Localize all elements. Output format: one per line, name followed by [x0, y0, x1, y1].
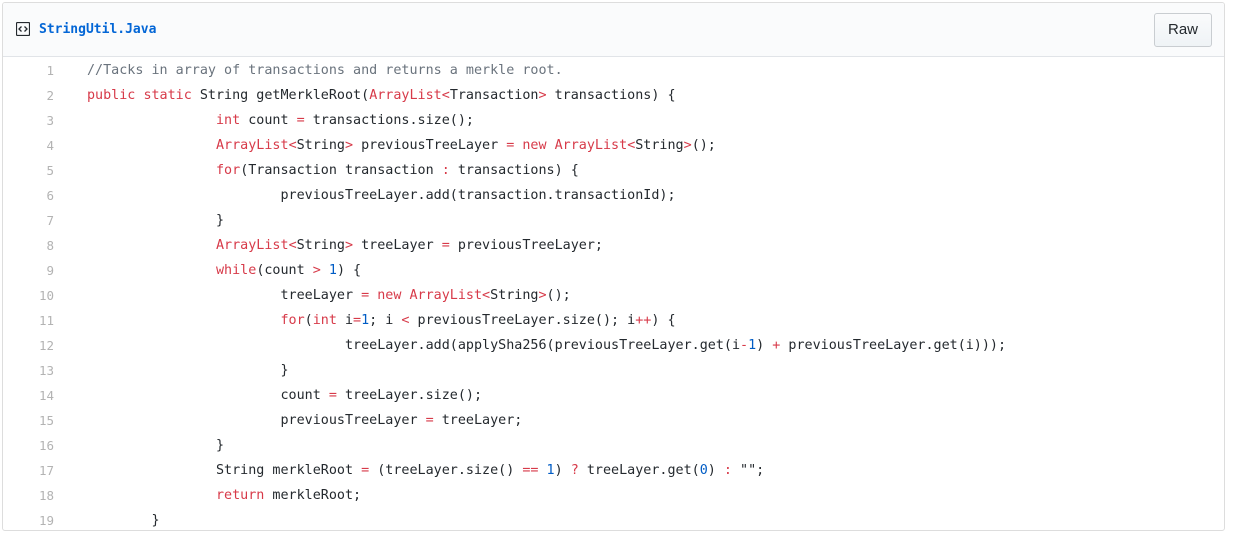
code-line: 13 } — [3, 358, 1224, 383]
code-text: treeLayer = new ArrayList<String>(); — [87, 288, 571, 303]
line-number[interactable]: 1 — [46, 63, 54, 78]
code-line: 17 String merkleRoot = (treeLayer.size()… — [3, 458, 1224, 483]
code-line: 8 ArrayList<String> treeLayer = previous… — [3, 233, 1224, 258]
line-number[interactable]: 4 — [46, 138, 54, 153]
line-number[interactable]: 13 — [38, 363, 54, 378]
code-line: 5 for(Transaction transaction : transact… — [3, 158, 1224, 183]
line-number[interactable]: 2 — [46, 88, 54, 103]
line-number[interactable]: 12 — [38, 338, 54, 353]
code-line: 18 return merkleRoot; — [3, 483, 1224, 508]
code-line: 12 treeLayer.add(applySha256(previousTre… — [3, 333, 1224, 358]
line-number[interactable]: 5 — [46, 163, 54, 178]
code-line: 15 previousTreeLayer = treeLayer; — [3, 408, 1224, 433]
code-text: } — [87, 363, 289, 378]
code-line: 3 int count = transactions.size(); — [3, 108, 1224, 133]
code-line: 6 previousTreeLayer.add(transaction.tran… — [3, 183, 1224, 208]
line-number[interactable]: 9 — [46, 263, 54, 278]
raw-button[interactable]: Raw — [1153, 13, 1212, 47]
code-view: 1 //Tacks in array of transactions and re… — [3, 58, 1224, 530]
code-text: return merkleRoot; — [216, 488, 362, 503]
file-name-link[interactable]: StringUtil.Java — [39, 22, 157, 37]
line-number[interactable]: 16 — [38, 438, 54, 453]
line-number[interactable]: 8 — [46, 238, 54, 253]
code-file-icon — [15, 21, 31, 37]
code-text: treeLayer.add(applySha256(previousTreeLa… — [87, 338, 1007, 353]
code-line: 1 //Tacks in array of transactions and re… — [3, 58, 1224, 83]
code-text: for(int i=1; i < previousTreeLayer.size(… — [280, 313, 676, 328]
code-line: 4 ArrayList<String> previousTreeLayer = … — [3, 133, 1224, 158]
code-text: } — [87, 213, 225, 228]
code-text: previousTreeLayer.add(transaction.transa… — [87, 188, 676, 203]
code-line: 19 } — [3, 508, 1224, 530]
line-number[interactable]: 19 — [38, 513, 54, 528]
line-number[interactable]: 14 — [38, 388, 54, 403]
code-text: } — [87, 513, 160, 528]
line-number[interactable]: 6 — [46, 188, 54, 203]
line-number[interactable]: 11 — [38, 313, 54, 328]
code-text: while(count > 1) { — [216, 263, 362, 278]
code-line: 10 treeLayer = new ArrayList<String>(); — [3, 283, 1224, 308]
code-text: count = treeLayer.size(); — [87, 388, 483, 403]
code-text: for(Transaction transaction : transactio… — [216, 163, 579, 178]
file-header: StringUtil.Java Raw — [3, 3, 1224, 57]
line-number[interactable]: 10 — [38, 288, 54, 303]
line-number[interactable]: 17 — [38, 463, 54, 478]
code-text: //Tacks in array of transactions and ret… — [87, 63, 563, 78]
code-line: 2 public static String getMerkleRoot(Arra… — [3, 83, 1224, 108]
code-text: int count = transactions.size(); — [216, 113, 474, 128]
code-text: ArrayList<String> previousTreeLayer = ne… — [216, 138, 716, 153]
code-line: 14 count = treeLayer.size(); — [3, 383, 1224, 408]
code-text: } — [87, 438, 225, 453]
line-number[interactable]: 18 — [38, 488, 54, 503]
code-text: ArrayList<String> treeLayer = previousTr… — [216, 238, 603, 253]
code-text: public static String getMerkleRoot(Array… — [87, 88, 676, 103]
code-text: String merkleRoot = (treeLayer.size() ==… — [87, 463, 765, 478]
code-line: 7 } — [3, 208, 1224, 233]
gist-file: StringUtil.Java Raw 1 //Tacks in array of… — [2, 2, 1225, 531]
code-line: 11 for(int i=1; i < previousTreeLayer.si… — [3, 308, 1224, 333]
code-line: 16 } — [3, 433, 1224, 458]
code-text: previousTreeLayer = treeLayer; — [87, 413, 523, 428]
line-number[interactable]: 15 — [38, 413, 54, 428]
line-number[interactable]: 3 — [46, 113, 54, 128]
code-line: 9 while(count > 1) { — [3, 258, 1224, 283]
line-number[interactable]: 7 — [46, 213, 54, 228]
